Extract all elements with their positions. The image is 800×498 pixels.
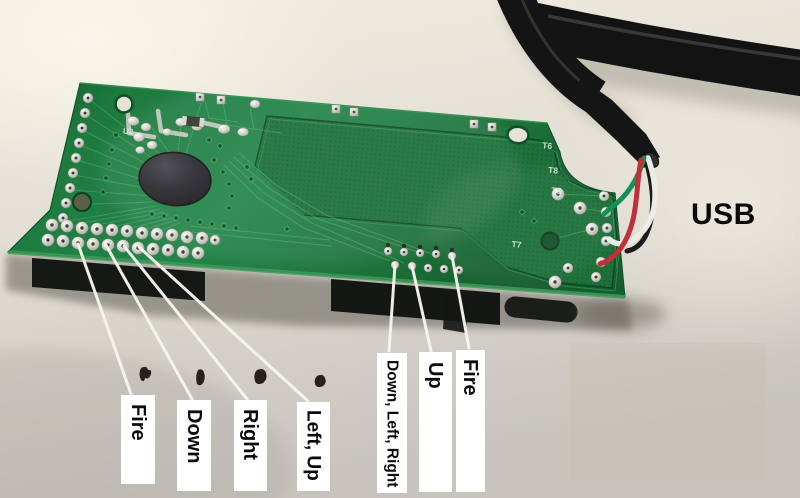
- label-down: Down: [177, 400, 211, 491]
- wire-area-shadow: [578, 299, 666, 329]
- usb-cable-horizontal-run: [513, 3, 800, 97]
- leader-line-down: [104, 243, 194, 401]
- leader-line-up: [410, 264, 433, 353]
- leader-line-fire-left: [76, 242, 133, 396]
- label-up: Up: [419, 352, 452, 492]
- svg-text:Down, Left, Right: Down, Left, Right: [384, 360, 401, 487]
- label-fire-right: Fire: [456, 350, 485, 492]
- usb-wires: [597, 155, 658, 267]
- label-left-up: Left, Up: [297, 402, 330, 491]
- svg-text:Up: Up: [424, 362, 446, 389]
- debris-specks: [139, 366, 326, 388]
- label-down-left-right: Down, Left, Right: [377, 353, 407, 493]
- leader-line-down-left-right: [387, 263, 397, 353]
- pin-labels: Fire Down Right Left, Up Down, Left, Rig…: [121, 350, 485, 493]
- usb-text: USB: [691, 198, 756, 231]
- leader-line-fire-right: [450, 254, 471, 350]
- pcb-board: U2 T6 T8 T5 T7: [6, 82, 626, 299]
- dark-hole-left: [72, 192, 92, 212]
- connector-right: [504, 296, 578, 323]
- mounting-hole-left: [114, 94, 134, 114]
- desk-tonal-patch: [570, 343, 765, 481]
- mounting-hole-right: [506, 125, 530, 145]
- svg-text:Right: Right: [239, 409, 261, 460]
- svg-text:Left, Up: Left, Up: [303, 410, 324, 481]
- cable-sheath-end: [572, 78, 660, 168]
- leader-lines: [76, 242, 471, 403]
- leader-line-right: [122, 244, 249, 401]
- leader-line-left-up: [137, 245, 310, 403]
- label-right: Right: [234, 400, 267, 491]
- board-bottom-edge: [7, 250, 626, 299]
- usb-wire-black: [624, 157, 656, 254]
- label-fire-left: Fire: [121, 395, 155, 484]
- svg-text:Fire: Fire: [127, 404, 149, 441]
- svg-text:Fire: Fire: [459, 359, 481, 396]
- usb-wire-white: [606, 155, 658, 247]
- usb-wire-red: [597, 157, 644, 267]
- svg-text:Down: Down: [183, 409, 205, 463]
- usb-cable: [497, 0, 800, 168]
- silkscreen-t6: T6: [542, 140, 553, 151]
